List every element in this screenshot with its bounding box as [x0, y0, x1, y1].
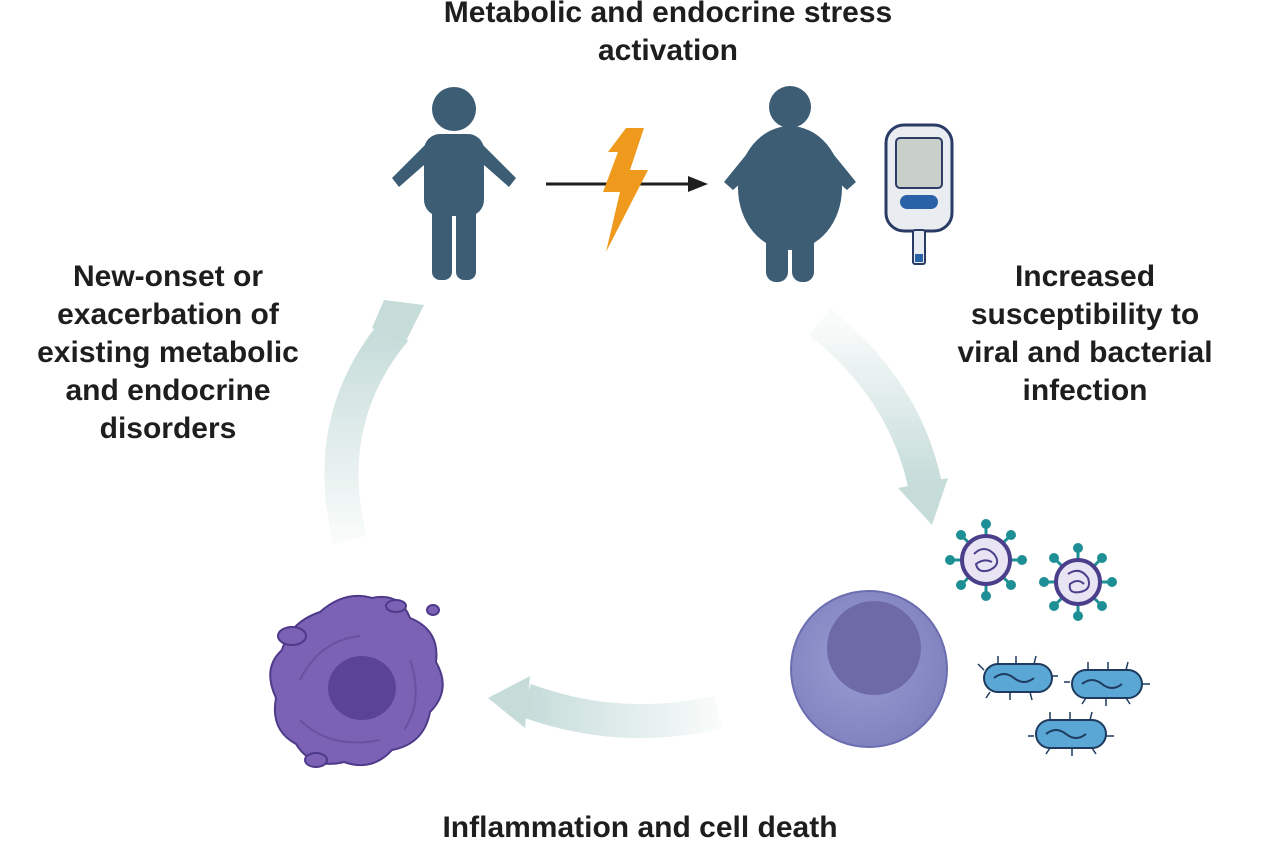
label-line: and endocrine — [65, 374, 271, 407]
obese-person-icon — [724, 86, 856, 282]
virus-icon — [1039, 543, 1117, 621]
label-line: activation — [597, 34, 739, 67]
dying-cell-icon — [269, 594, 444, 768]
lightning-icon — [603, 128, 648, 252]
label-line: Increased — [1014, 260, 1156, 293]
cycle-arrow-right — [809, 308, 948, 525]
infection-susceptibility-label: Increased susceptibility to viral and ba… — [930, 258, 1240, 410]
glucometer-icon — [884, 123, 954, 265]
label-line: Metabolic and endocrine stress — [443, 0, 893, 29]
cycle-arrow-bottom — [488, 676, 722, 739]
label-line: susceptibility to — [970, 298, 1200, 331]
inflammation-label: Inflammation and cell death — [340, 809, 940, 847]
label-line: infection — [1022, 374, 1148, 407]
immune-cell-icon — [790, 590, 948, 748]
bacteria-icon — [1028, 711, 1114, 756]
label-line: viral and bacterial — [957, 336, 1213, 369]
virus-icon — [945, 519, 1027, 601]
label-line: existing metabolic — [37, 336, 299, 369]
label-line: New-onset or — [72, 260, 264, 293]
stress-activation-label: Metabolic and endocrine stress activatio… — [368, 0, 968, 70]
label-line: Inflammation and cell death — [442, 811, 838, 844]
label-line: disorders — [99, 412, 237, 445]
bacteria-icon — [977, 655, 1058, 701]
cycle-arrow-left — [324, 300, 424, 545]
bacteria-icon — [1064, 661, 1150, 706]
metabolic-disorders-label: New-onset or exacerbation of existing me… — [10, 258, 326, 448]
person-icon — [392, 87, 516, 280]
label-line: exacerbation of — [57, 298, 279, 331]
